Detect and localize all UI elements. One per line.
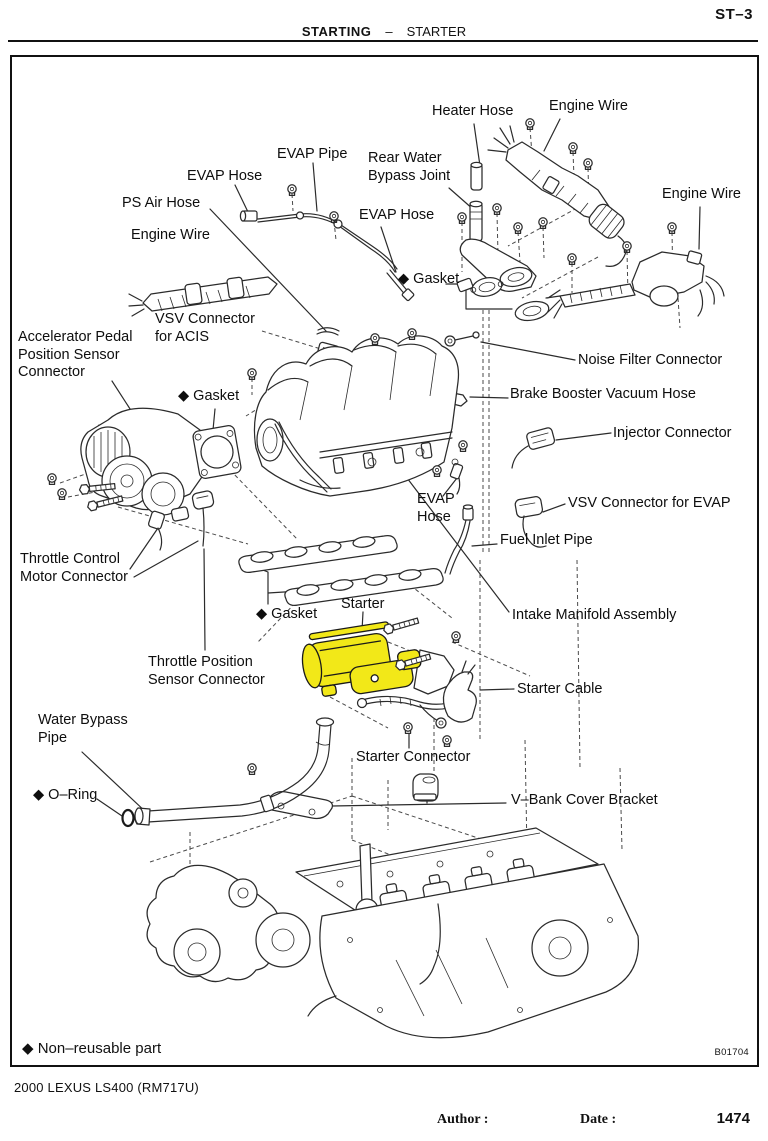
label-evap-pipe: EVAP Pipe xyxy=(277,146,348,162)
water-bypass-pipe-part xyxy=(134,717,335,826)
section-title: STARTING xyxy=(301,24,372,39)
label-v-bank: V–Bank Cover Bracket xyxy=(511,792,658,808)
page-number: 1474 xyxy=(716,1110,750,1127)
label-brake-booster: Brake Booster Vacuum Hose xyxy=(510,386,696,402)
engine-wire-right-part xyxy=(545,250,725,319)
noise-filter-connector-part xyxy=(444,331,480,347)
label-evap-hose-center: EVAP Hose xyxy=(417,491,455,525)
header-separator: – xyxy=(385,24,393,39)
engine-wire-top-part xyxy=(487,125,627,267)
label-starter: Starter xyxy=(341,596,385,612)
date-label: Date : xyxy=(580,1112,617,1127)
label-injector-connector: Injector Connector xyxy=(613,425,732,441)
label-vsv-acis: VSV Connector for ACIS xyxy=(155,311,255,345)
throttle-connectors-part xyxy=(147,490,215,551)
label-throttle-control: Throttle Control Motor Connector xyxy=(20,551,128,585)
vsv-evap-connector-part xyxy=(514,496,547,548)
heater-hose-part xyxy=(469,161,483,242)
intake-manifold-part xyxy=(253,335,460,497)
engine-wire-left-part xyxy=(128,276,278,317)
figure-code: B01704 xyxy=(714,1047,749,1058)
label-ps-air-hose: PS Air Hose xyxy=(122,195,201,211)
gasket-manifold-parts xyxy=(238,535,444,606)
rear-water-bypass-joint-part xyxy=(456,238,537,293)
label-gasket-left: ◆ Gasket xyxy=(178,388,240,404)
starter-cable-part xyxy=(356,660,477,729)
label-starter-connector: Starter Connector xyxy=(356,749,471,765)
o-ring-part xyxy=(121,808,135,828)
label-starter-cable: Starter Cable xyxy=(517,681,603,697)
label-vsv-evap: VSV Connector for EVAP xyxy=(568,495,731,511)
label-rear-water-bypass-joint: Rear Water Bypass Joint xyxy=(368,150,451,184)
label-o-ring: ◆ O–Ring xyxy=(33,787,98,803)
non-reusable-legend: ◆ Non–reusable part xyxy=(22,1040,162,1057)
label-fuel-inlet-pipe: Fuel Inlet Pipe xyxy=(500,532,593,548)
gasket-left-part xyxy=(192,425,242,479)
label-evap-hose-mid: EVAP Hose xyxy=(359,207,435,223)
v-bank-bracket-part xyxy=(265,773,439,820)
label-intake-manifold: Intake Manifold Assembly xyxy=(512,607,677,623)
fuel-inlet-pipe-part xyxy=(444,504,474,575)
evap-hose-center-part xyxy=(449,458,464,495)
figure-frame: Heater Hose Engine Wire EVAP Pipe Rear W… xyxy=(10,55,759,1067)
author-label: Author : xyxy=(437,1112,489,1127)
label-heater-hose: Heater Hose xyxy=(432,103,514,119)
evap-pipe-part xyxy=(239,210,415,302)
label-noise-filter: Noise Filter Connector xyxy=(578,352,723,368)
model-reference: 2000 LEXUS LS400 (RM717U) xyxy=(14,1080,199,1095)
label-accel-pedal: Accelerator Pedal Position Sensor Connec… xyxy=(18,329,133,381)
subsection-title: STARTER xyxy=(406,24,467,39)
page-header: STARTING–STARTER xyxy=(0,24,768,39)
label-water-bypass-pipe: Water Bypass Pipe xyxy=(38,712,128,746)
label-evap-hose-left: EVAP Hose xyxy=(187,168,263,184)
header-rule xyxy=(8,40,758,42)
label-engine-wire-right: Engine Wire xyxy=(662,186,741,202)
label-throttle-position: Throttle Position Sensor Connector xyxy=(148,654,265,688)
label-engine-wire-left: Engine Wire xyxy=(131,227,210,243)
engine-block-part xyxy=(146,827,640,1039)
injector-connector-part xyxy=(511,427,556,469)
page-code: ST–3 xyxy=(715,6,753,23)
label-engine-wire-top: Engine Wire xyxy=(549,98,628,114)
ps-air-hose-part xyxy=(316,327,340,336)
label-gasket-top: ◆ Gasket xyxy=(398,271,460,287)
gasket-top-parts xyxy=(470,277,550,322)
label-gasket-manifold: ◆ Gasket xyxy=(256,606,318,622)
